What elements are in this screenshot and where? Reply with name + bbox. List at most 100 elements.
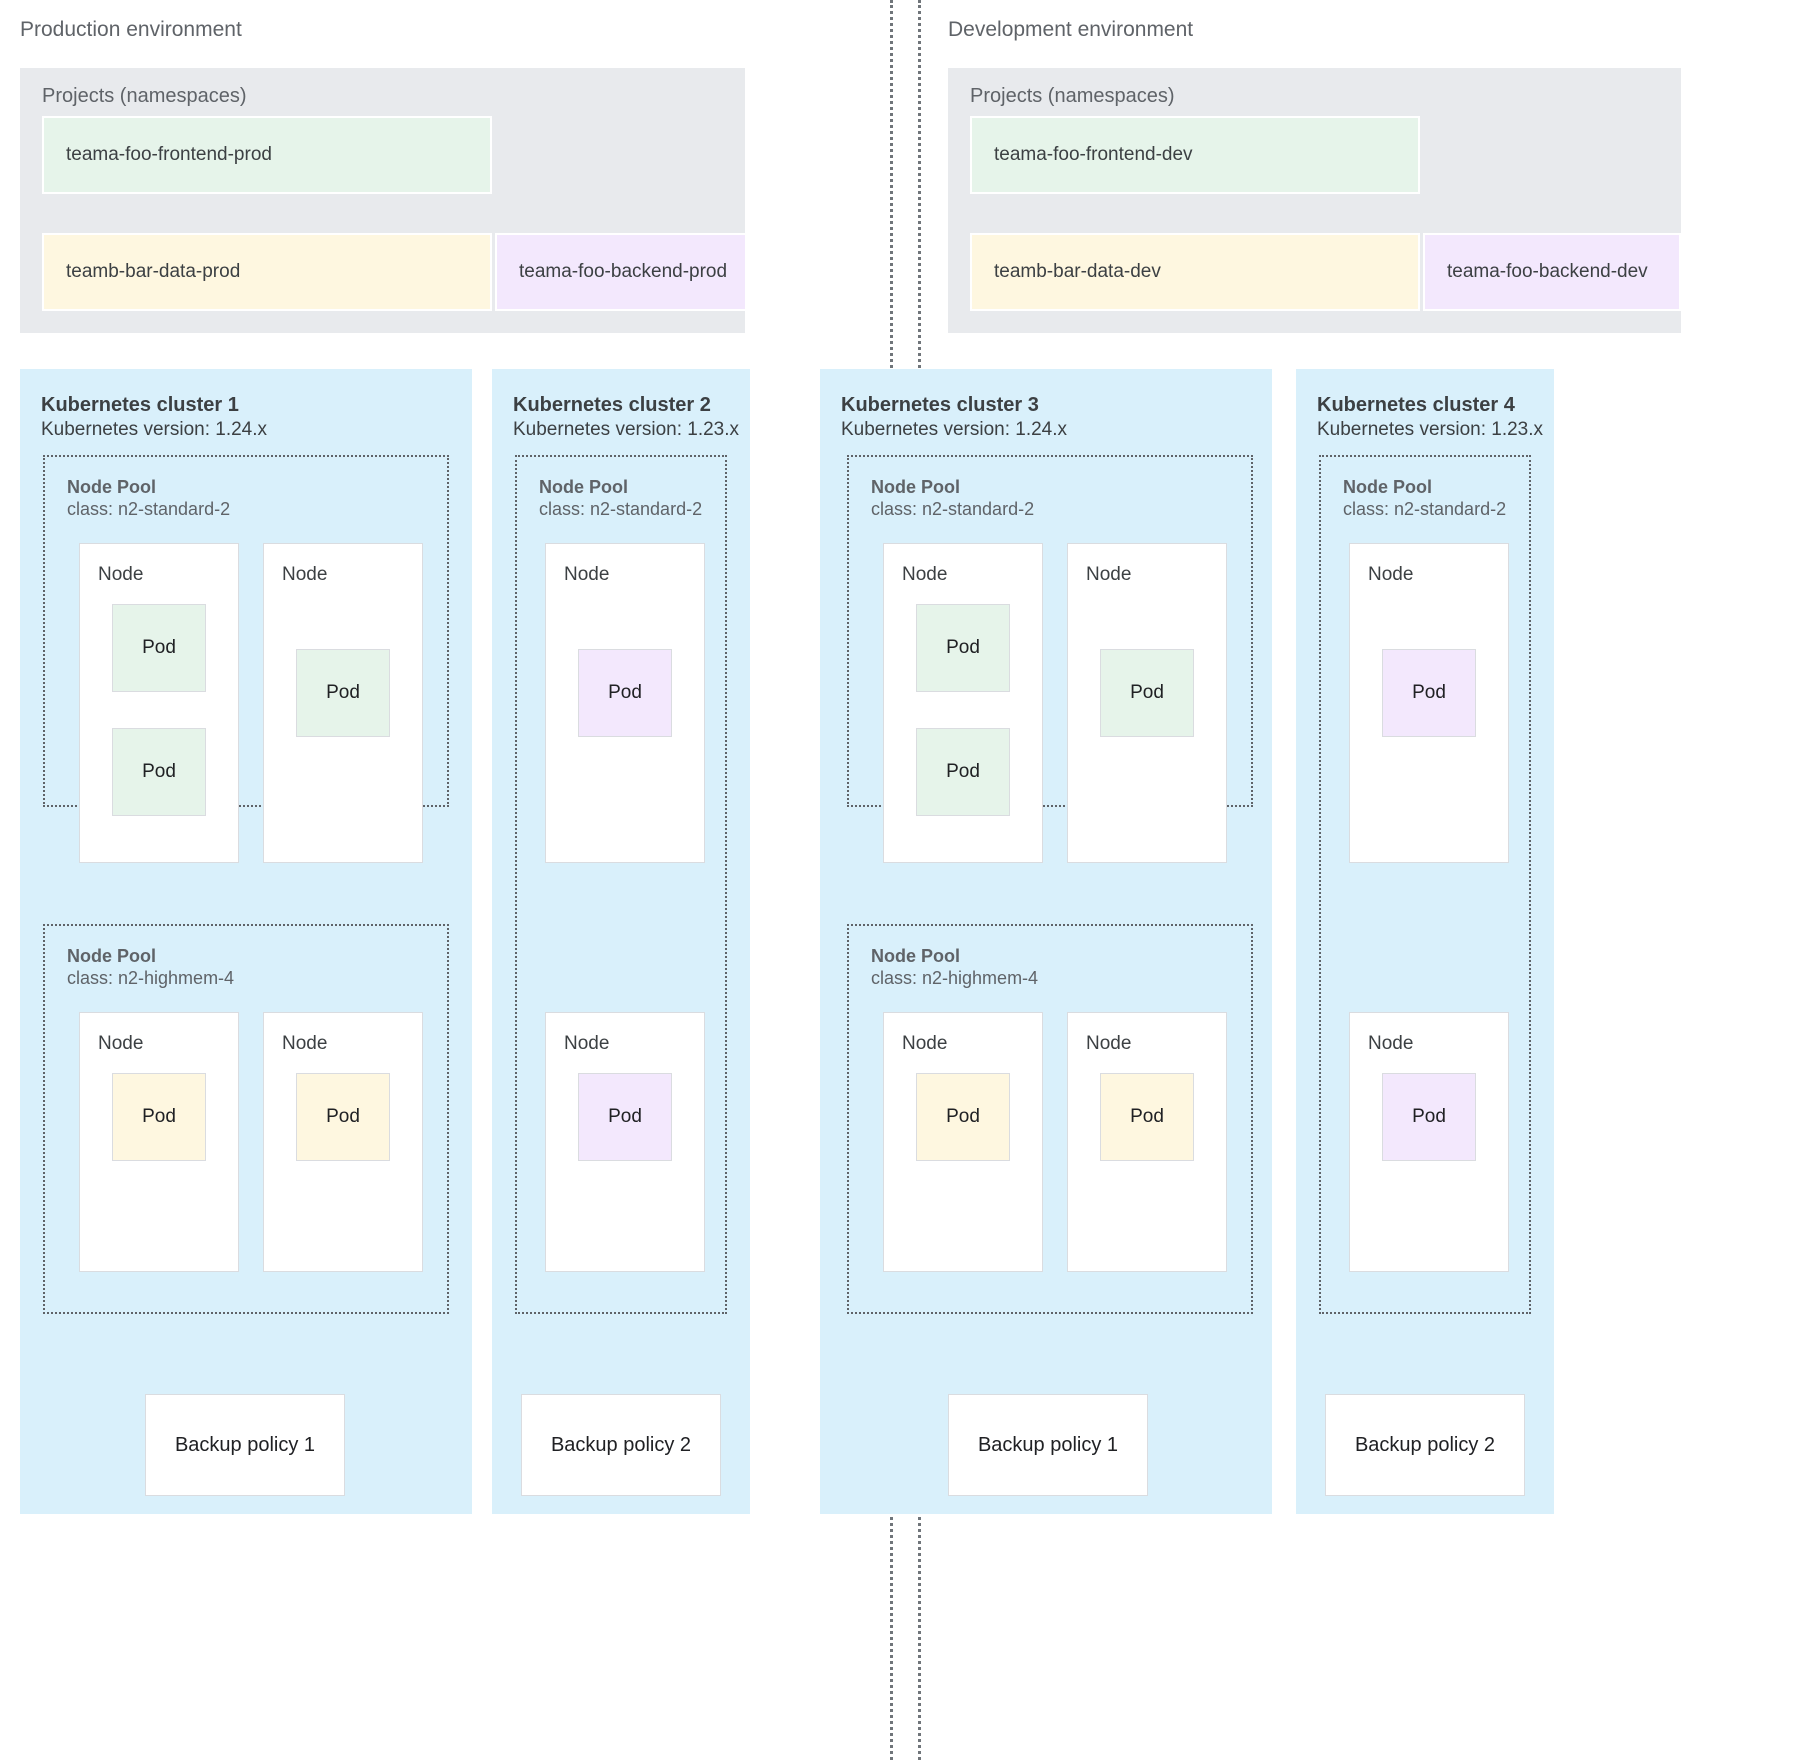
- cluster-3-pool-2-node-1[interactable]: Node Pod: [883, 1012, 1043, 1272]
- namespace-box-teama-foo-frontend-prod[interactable]: teama-foo-frontend-prod: [42, 116, 492, 194]
- pod[interactable]: Pod: [296, 1073, 390, 1161]
- pod-label: Pod: [326, 1106, 360, 1127]
- projects-panel-title: Projects (namespaces): [42, 85, 247, 107]
- pod[interactable]: Pod: [112, 1073, 206, 1161]
- pod[interactable]: Pod: [1382, 1073, 1476, 1161]
- environment-production: Production environment Projects (namespa…: [0, 0, 890, 1760]
- cluster-1-pool-1-node-1[interactable]: Node Pod Pod: [79, 543, 239, 863]
- pod-label: Pod: [946, 761, 980, 782]
- pod[interactable]: Pod: [916, 1073, 1010, 1161]
- pod-label: Pod: [142, 637, 176, 658]
- node-label: Node: [98, 1033, 144, 1054]
- node-label: Node: [282, 564, 328, 585]
- cluster-3-node-pool-1[interactable]: Node Pool class: n2-standard-2 Node Pod …: [847, 455, 1253, 863]
- pod[interactable]: Pod: [578, 1073, 672, 1161]
- cluster-3-pool-1-node-2[interactable]: Node Pod: [1067, 543, 1227, 863]
- node-pool-class: class: n2-standard-2: [67, 499, 231, 519]
- cluster-2-pool-1-node-2[interactable]: Node Pod: [545, 1012, 705, 1272]
- cluster-2-header: Kubernetes cluster 2 Kubernetes version:…: [513, 394, 739, 441]
- environment-title-development: Development environment: [948, 18, 1194, 41]
- pod[interactable]: Pod: [1100, 649, 1194, 737]
- cluster-4-name: Kubernetes cluster 4: [1317, 394, 1515, 416]
- projects-panel-development: Projects (namespaces) teama-foo-frontend…: [948, 68, 1681, 333]
- pod[interactable]: Pod: [296, 649, 390, 737]
- environment-title-production: Production environment: [20, 18, 242, 41]
- node-label: Node: [1086, 564, 1132, 585]
- pod[interactable]: Pod: [916, 604, 1010, 692]
- cluster-2-pool-1-node-1[interactable]: Node Pod: [545, 543, 705, 863]
- pod-label: Pod: [608, 1106, 642, 1127]
- namespace-box-teamb-bar-data-dev[interactable]: teamb-bar-data-dev: [970, 233, 1420, 311]
- cluster-4-node-pool-1[interactable]: Node Pool class: n2-standard-2 Node Pod …: [1319, 455, 1531, 1314]
- node-pool-class: class: n2-standard-2: [539, 499, 703, 519]
- node-label: Node: [1368, 1033, 1414, 1054]
- namespace-box-teamb-bar-data-prod[interactable]: teamb-bar-data-prod: [42, 233, 492, 311]
- cluster-2-version: Kubernetes version: 1.23.x: [513, 419, 740, 440]
- cluster-4-version: Kubernetes version: 1.23.x: [1317, 419, 1544, 440]
- pod-label: Pod: [1130, 682, 1164, 703]
- cluster-3-name: Kubernetes cluster 3: [841, 394, 1039, 416]
- backup-policy-label: Backup policy 1: [174, 1433, 316, 1456]
- kubernetes-cluster-2[interactable]: Kubernetes cluster 2 Kubernetes version:…: [492, 369, 750, 1514]
- cluster-1-name: Kubernetes cluster 1: [41, 394, 239, 416]
- pod[interactable]: Pod: [112, 604, 206, 692]
- node-pool-class: class: n2-standard-2: [871, 499, 1035, 519]
- node-label: Node: [902, 1033, 948, 1054]
- pod-label: Pod: [1412, 1106, 1446, 1127]
- cluster-1-version: Kubernetes version: 1.24.x: [41, 419, 268, 440]
- cluster-1-pool-2-node-1[interactable]: Node Pod: [79, 1012, 239, 1272]
- pod[interactable]: Pod: [1382, 649, 1476, 737]
- cluster-3-pool-2-node-2[interactable]: Node Pod: [1067, 1012, 1227, 1272]
- node-label: Node: [1086, 1033, 1132, 1054]
- namespace-box-teama-foo-backend-prod[interactable]: teama-foo-backend-prod: [495, 233, 747, 311]
- cluster-1-pool-2-node-2[interactable]: Node Pod: [263, 1012, 423, 1272]
- cluster-1-backup-policy[interactable]: Backup policy 1: [145, 1394, 345, 1496]
- cluster-2-node-pool-1[interactable]: Node Pool class: n2-standard-2 Node Pod …: [515, 455, 727, 1314]
- cluster-4-pool-1-node-1[interactable]: Node Pod: [1349, 543, 1509, 863]
- node-label: Node: [98, 564, 144, 585]
- pod-label: Pod: [142, 1106, 176, 1127]
- node-label: Node: [902, 564, 948, 585]
- node-pool-class: class: n2-standard-2: [1343, 499, 1507, 519]
- cluster-1-node-pool-2[interactable]: Node Pool class: n2-highmem-4 Node Pod N…: [43, 924, 449, 1314]
- cluster-3-node-pool-2[interactable]: Node Pool class: n2-highmem-4 Node Pod N…: [847, 924, 1253, 1314]
- environment-development: Development environment Projects (namesp…: [918, 0, 1800, 1760]
- namespace-box-teama-foo-frontend-dev[interactable]: teama-foo-frontend-dev: [970, 116, 1420, 194]
- kubernetes-cluster-3[interactable]: Kubernetes cluster 3 Kubernetes version:…: [820, 369, 1272, 1514]
- projects-panel-title: Projects (namespaces): [970, 85, 1175, 107]
- node-pool-title: Node Pool: [1343, 477, 1432, 497]
- cluster-1-header: Kubernetes cluster 1 Kubernetes version:…: [41, 394, 267, 441]
- namespace-label: teama-foo-frontend-dev: [994, 144, 1193, 165]
- namespace-label: teamb-bar-data-prod: [66, 261, 241, 282]
- kubernetes-cluster-1[interactable]: Kubernetes cluster 1 Kubernetes version:…: [20, 369, 472, 1514]
- node-pool-title: Node Pool: [67, 477, 156, 497]
- cluster-4-backup-policy[interactable]: Backup policy 2: [1325, 1394, 1525, 1496]
- cluster-1-pool-1-node-2[interactable]: Node Pod: [263, 543, 423, 863]
- node-pool-title: Node Pool: [871, 477, 960, 497]
- cluster-4-header: Kubernetes cluster 4 Kubernetes version:…: [1317, 394, 1543, 441]
- node-label: Node: [564, 1033, 610, 1054]
- pod-label: Pod: [326, 682, 360, 703]
- cluster-3-backup-policy[interactable]: Backup policy 1: [948, 1394, 1148, 1496]
- pod-label: Pod: [608, 682, 642, 703]
- pod-label: Pod: [1130, 1106, 1164, 1127]
- cluster-4-pool-1-node-2[interactable]: Node Pod: [1349, 1012, 1509, 1272]
- cluster-2-backup-policy[interactable]: Backup policy 2: [521, 1394, 721, 1496]
- cluster-3-pool-1-node-1[interactable]: Node Pod Pod: [883, 543, 1043, 863]
- node-pool-title: Node Pool: [67, 946, 156, 966]
- cluster-3-version: Kubernetes version: 1.24.x: [841, 419, 1068, 440]
- pod[interactable]: Pod: [112, 728, 206, 816]
- projects-panel-production: Projects (namespaces) teama-foo-frontend…: [20, 68, 747, 333]
- pod[interactable]: Pod: [578, 649, 672, 737]
- pod-label: Pod: [142, 761, 176, 782]
- backup-policy-label: Backup policy 1: [977, 1433, 1119, 1456]
- namespace-label: teama-foo-frontend-prod: [66, 144, 272, 165]
- namespace-label: teama-foo-backend-dev: [1447, 261, 1648, 282]
- kubernetes-cluster-4[interactable]: Kubernetes cluster 4 Kubernetes version:…: [1296, 369, 1554, 1514]
- cluster-1-node-pool-1[interactable]: Node Pool class: n2-standard-2 Node Pod …: [43, 455, 449, 863]
- namespace-box-teama-foo-backend-dev[interactable]: teama-foo-backend-dev: [1423, 233, 1681, 311]
- node-label: Node: [282, 1033, 328, 1054]
- pod[interactable]: Pod: [1100, 1073, 1194, 1161]
- node-pool-class: class: n2-highmem-4: [67, 968, 235, 988]
- pod[interactable]: Pod: [916, 728, 1010, 816]
